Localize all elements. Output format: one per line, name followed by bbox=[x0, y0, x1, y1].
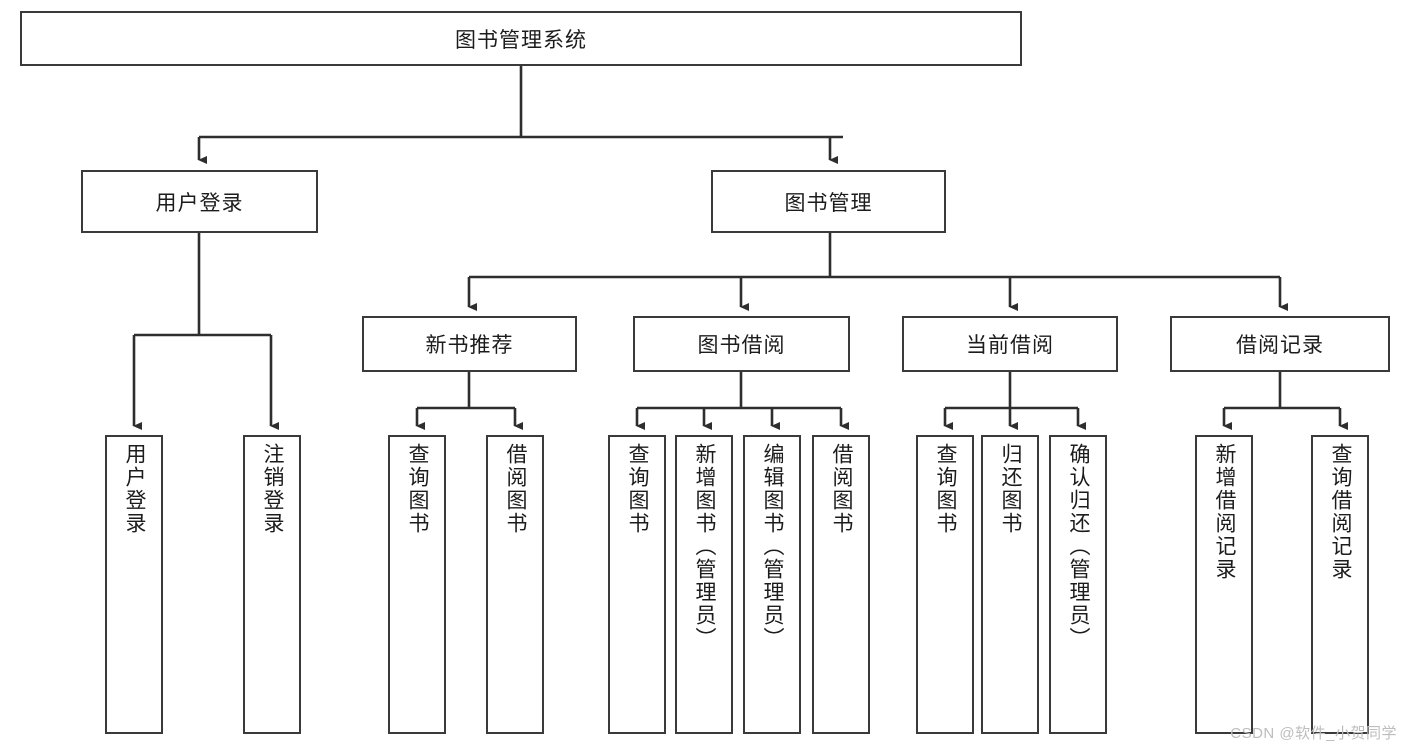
node-leaf-user-login-label: 用户登录 bbox=[123, 443, 147, 535]
node-leaf-query-book-2[interactable]: 查询图书 bbox=[608, 435, 666, 734]
watermark: CSDN @软件_小贺同学 bbox=[1230, 725, 1397, 742]
node-leaf-query-book-3[interactable]: 查询图书 bbox=[916, 435, 974, 734]
node-leaf-add-record[interactable]: 新增借阅记录 bbox=[1195, 435, 1253, 734]
node-leaf-borrow-book-2-label: 借阅图书 bbox=[830, 443, 854, 535]
node-leaf-edit-book-label: 编辑图书（管理员） bbox=[761, 443, 785, 650]
node-leaf-logout[interactable]: 注销登录 bbox=[243, 435, 301, 734]
node-book-borrow[interactable]: 图书借阅 bbox=[633, 316, 850, 372]
node-book-borrow-label: 图书借阅 bbox=[697, 334, 786, 357]
node-book-management-label: 图书管理 bbox=[784, 191, 873, 215]
node-leaf-confirm-return-label: 确认归还（管理员） bbox=[1067, 443, 1091, 650]
node-current-borrow[interactable]: 当前借阅 bbox=[902, 316, 1118, 372]
node-leaf-return-book-label: 归还图书 bbox=[999, 443, 1023, 535]
node-leaf-query-book-2-label: 查询图书 bbox=[626, 443, 650, 535]
node-leaf-borrow-book-1-label: 借阅图书 bbox=[504, 443, 528, 535]
node-leaf-add-book-label: 新增图书（管理员） bbox=[693, 443, 717, 650]
node-leaf-query-record[interactable]: 查询借阅记录 bbox=[1311, 435, 1369, 734]
node-leaf-user-login[interactable]: 用户登录 bbox=[105, 435, 163, 734]
node-leaf-add-record-label: 新增借阅记录 bbox=[1213, 443, 1237, 581]
node-leaf-edit-book[interactable]: 编辑图书（管理员） bbox=[743, 435, 801, 734]
node-leaf-borrow-book-1[interactable]: 借阅图书 bbox=[486, 435, 544, 734]
node-leaf-add-book[interactable]: 新增图书（管理员） bbox=[675, 435, 733, 734]
node-leaf-logout-label: 注销登录 bbox=[261, 443, 285, 535]
node-new-book-recommend-label: 新书推荐 bbox=[425, 334, 514, 357]
node-new-book-recommend[interactable]: 新书推荐 bbox=[362, 316, 577, 372]
node-leaf-query-record-label: 查询借阅记录 bbox=[1329, 443, 1353, 581]
node-borrow-record-label: 借阅记录 bbox=[1236, 334, 1324, 357]
node-leaf-borrow-book-2[interactable]: 借阅图书 bbox=[812, 435, 870, 734]
node-leaf-query-book-1-label: 查询图书 bbox=[406, 443, 430, 535]
node-root[interactable]: 图书管理系统 bbox=[20, 11, 1022, 66]
node-book-management[interactable]: 图书管理 bbox=[711, 170, 946, 233]
node-borrow-record[interactable]: 借阅记录 bbox=[1170, 316, 1390, 372]
node-current-borrow-label: 当前借阅 bbox=[966, 334, 1054, 357]
node-leaf-query-book-1[interactable]: 查询图书 bbox=[388, 435, 446, 734]
node-user-login[interactable]: 用户登录 bbox=[81, 170, 318, 233]
node-leaf-query-book-3-label: 查询图书 bbox=[934, 443, 958, 535]
node-root-label: 图书管理系统 bbox=[455, 28, 587, 52]
node-leaf-return-book[interactable]: 归还图书 bbox=[981, 435, 1039, 734]
node-leaf-confirm-return[interactable]: 确认归还（管理员） bbox=[1049, 435, 1107, 734]
node-user-login-label: 用户登录 bbox=[155, 191, 244, 215]
